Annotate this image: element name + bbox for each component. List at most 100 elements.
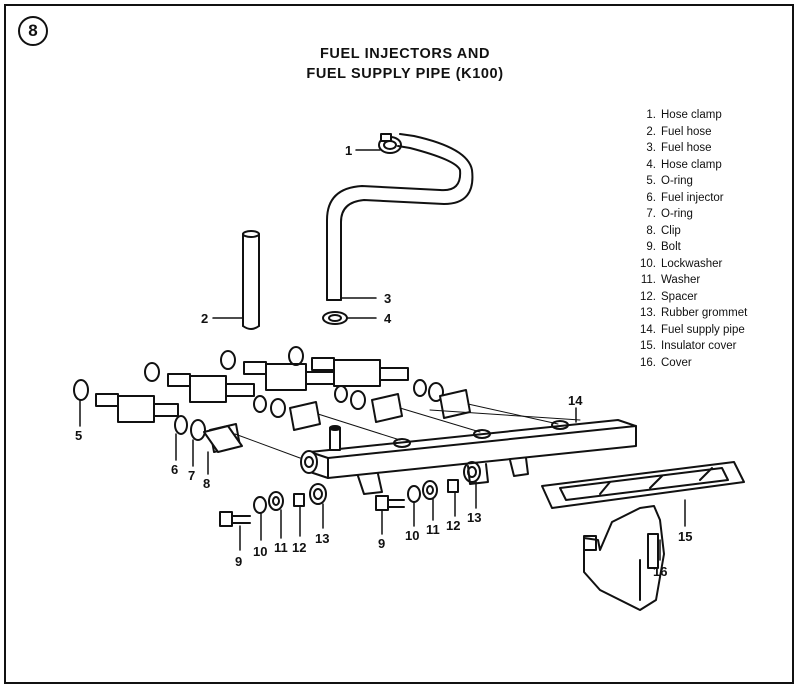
legend-label: Fuel supply pipe [661,323,745,336]
legend-label: Lockwasher [661,257,723,270]
legend-number: 9. [646,241,656,253]
callout-15: 15 [678,529,692,544]
callout-10-right: 10 [405,528,419,543]
callout-7: 7 [188,468,195,483]
fuel-hose-3 [326,133,474,301]
callout-10-left: 10 [253,544,267,559]
spacer [293,493,305,507]
legend-item: 14. Fuel supply pipe [638,322,747,339]
legend-number: 14. [640,323,656,336]
lockwasher [407,485,421,503]
legend-label: O-ring [661,175,693,187]
legend-label: Bolt [661,241,681,253]
callout-3: 3 [384,291,391,306]
callout-14: 14 [568,393,583,408]
callout-1: 1 [345,143,352,158]
legend-label: Spacer [661,290,698,303]
diagram-title: FUEL INJECTORS AND FUEL SUPPLY PIPE (K10… [240,44,570,84]
callout-12-left: 12 [292,540,306,555]
legend-item: 9. Bolt [638,239,747,256]
legend-label: Clip [661,224,681,237]
legend-number: 4. [646,158,656,171]
callout-leaders [79,149,686,561]
assembly-guide-lines [234,403,581,459]
callout-13-right: 13 [467,510,481,525]
legend-item: 8. Clip [638,223,747,240]
legend-number: 5. [646,175,656,187]
legend-number: 16. [640,356,656,369]
callout-13-left: 13 [315,531,329,546]
title-line-1: FUEL INJECTORS AND [319,46,491,62]
legend-number: 15. [640,340,656,352]
callout-8: 8 [203,476,210,491]
legend-item: 3. Fuel hose [638,140,747,157]
legend-item: 12. Spacer [638,289,747,306]
fuel-injector [220,350,403,423]
clip-8 [203,425,243,453]
hose-clamp-4 [322,311,348,325]
legend-item: 7. O-ring [638,206,747,223]
hose-clamp-1 [378,133,402,154]
washer [422,480,438,500]
callout-2: 2 [201,311,208,326]
diagram-frame [4,4,794,684]
legend-item: 1. Hose clamp [638,107,747,124]
cover-16 [583,505,665,611]
legend-number: 11. [640,274,656,286]
washer [268,491,284,511]
callout-4: 4 [384,311,392,326]
fuel-injector-row [73,346,471,453]
rubber-grommet [309,483,327,505]
figure-number-badge: 8 [18,16,48,46]
spacer [447,479,459,493]
legend-label: Fuel hose [661,125,712,138]
legend-label: Hose clamp [661,109,722,121]
fastener-set-right [375,461,481,511]
legend-item: 5. O-ring [638,173,747,190]
bolt [375,495,405,511]
fastener-set-left [219,483,327,527]
legend-item: 10. Lockwasher [638,256,747,273]
legend-label: O-ring [661,208,693,220]
legend-number: 8. [646,224,656,237]
lockwasher [253,496,267,514]
fuel-supply-pipe-14 [300,419,637,495]
legend-number: 12. [640,290,656,303]
callout-5: 5 [75,428,82,443]
callout-9-left: 9 [235,554,242,569]
legend-label: Fuel hose [661,142,712,154]
legend-item: 13. Rubber grommet [638,305,747,322]
callout-16: 16 [653,564,667,579]
legend-label: Rubber grommet [661,307,748,319]
legend-item: 16. Cover [638,355,747,372]
callout-9-right: 9 [378,536,385,551]
legend-number: 13. [640,307,656,319]
callout-11-right: 11 [426,522,440,537]
legend-item: 2. Fuel hose [638,124,747,141]
legend-number: 6. [646,191,656,204]
legend-label: Insulator cover [661,340,737,352]
legend-item: 11. Washer [638,272,747,289]
legend-label: Fuel injector [661,191,724,204]
fuel-hose-2 [242,230,260,330]
insulator-cover-15 [541,461,745,509]
legend-label: Hose clamp [661,158,722,171]
legend-number: 7. [646,208,656,220]
rubber-grommet [463,461,481,483]
legend-item: 15. Insulator cover [638,338,747,355]
callout-6: 6 [171,462,178,477]
legend-number: 3. [646,142,656,154]
legend-number: 1. [646,109,656,121]
legend-number: 10. [640,257,656,270]
legend-item: 4. Hose clamp [638,157,747,174]
legend-label: Cover [661,356,692,369]
parts-legend: 1. Hose clamp 2. Fuel hose 3. Fuel hose 4. H… [638,107,747,371]
legend-label: Washer [661,274,701,286]
legend-number: 2. [646,125,656,138]
legend-item: 6. Fuel injector [638,190,747,207]
callout-12-right: 12 [446,518,460,533]
fuel-injector [144,362,321,431]
callout-11-left: 11 [274,540,288,555]
title-line-2: FUEL SUPPLY PIPE (K100) [306,66,504,82]
